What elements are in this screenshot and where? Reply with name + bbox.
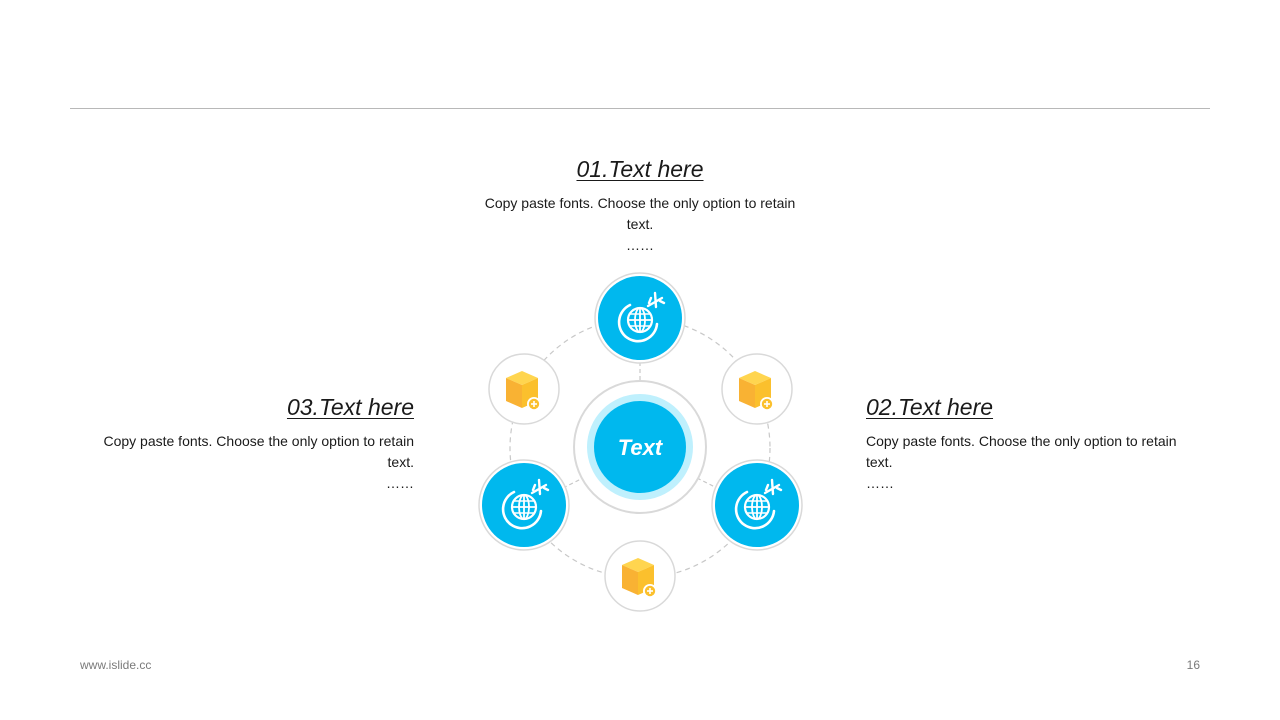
- spoke-left: [562, 477, 584, 489]
- cycle-diagram: Text: [478, 272, 803, 612]
- item-02-title: 02.Text here: [866, 394, 994, 420]
- spoke-right: [696, 477, 718, 489]
- item-02-body: Copy paste fonts. Choose the only option…: [866, 433, 1177, 470]
- minor-node-bottom: [604, 540, 676, 612]
- item-02-ellipsis: ……: [866, 475, 894, 491]
- item-03-block: 03.Text here Copy paste fonts. Choose th…: [84, 393, 414, 494]
- item-02-block: 02.Text here Copy paste fonts. Choose th…: [866, 393, 1196, 494]
- node-left: [478, 459, 570, 551]
- item-01-ellipsis: ……: [626, 237, 654, 253]
- page-number: 16: [1186, 658, 1200, 672]
- item-03-ellipsis: ……: [386, 475, 414, 491]
- item-01-block: 01.Text here Copy paste fonts. Choose th…: [470, 155, 810, 256]
- item-01-title: 01.Text here: [576, 156, 704, 182]
- center-circle: [594, 401, 686, 493]
- node-right: [711, 459, 803, 551]
- minor-node-upper-left: [488, 353, 560, 425]
- node-top: [594, 272, 686, 364]
- item-03-body: Copy paste fonts. Choose the only option…: [103, 433, 414, 470]
- item-03-title: 03.Text here: [286, 394, 414, 420]
- footer-website: www.islide.cc: [80, 658, 152, 672]
- item-01-body: Copy paste fonts. Choose the only option…: [484, 195, 796, 232]
- minor-node-upper-right: [721, 353, 793, 425]
- top-divider: [70, 108, 1210, 109]
- center-label: Text: [618, 435, 664, 460]
